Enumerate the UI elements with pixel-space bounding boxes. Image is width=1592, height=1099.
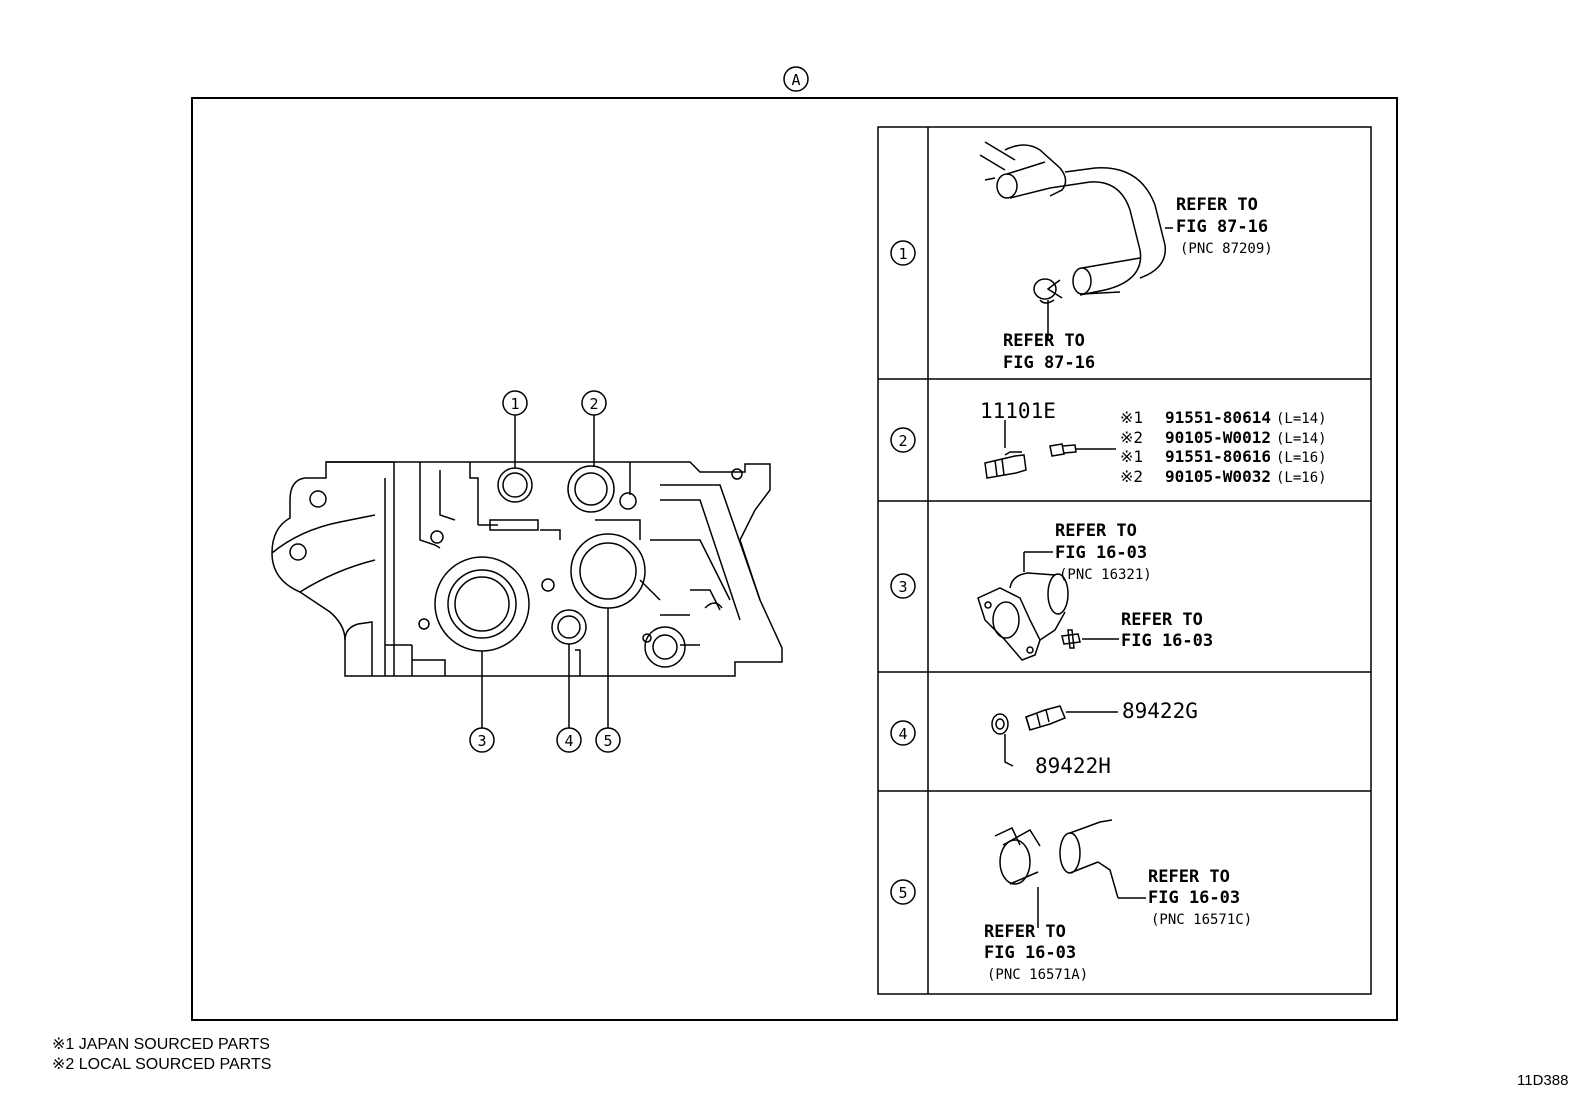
svg-text:(PNC 16571A): (PNC 16571A) [987,967,1088,983]
svg-text:4: 4 [564,732,573,750]
row-2-sensor-illustration [984,420,1116,479]
cylinder-head-drawing [271,461,783,677]
svg-text:(PNC 16321): (PNC 16321) [1059,567,1152,583]
row-number-3: 3 [890,573,916,599]
svg-text:91551-80616: 91551-80616 [1165,447,1271,466]
svg-text:※2: ※2 [1120,467,1143,486]
row-1-label-upper: REFER TO FIG 87-16 (PNC 87209) [1176,195,1273,257]
svg-text:2: 2 [589,395,598,413]
callout-2: 2 [581,390,607,416]
callout-5: 5 [595,727,621,753]
svg-text:(L=14): (L=14) [1276,411,1327,427]
row-4-sensor-illustration [991,705,1118,767]
svg-text:5: 5 [603,732,612,750]
row-5-label-lower: REFER TO FIG 16-03 (PNC 16571A) [984,922,1088,983]
row-2-bolt-list: ※1 91551-80614 (L=14) ※2 90105-W0012 (L=… [1120,408,1327,486]
svg-text:(PNC 87209): (PNC 87209) [1180,241,1273,257]
svg-text:91551-80614: 91551-80614 [1165,408,1271,427]
row-number-4: 4 [890,720,916,746]
callout-leaders [481,415,609,728]
row-5-hose-illustration [994,819,1146,928]
svg-text:2: 2 [898,432,907,450]
svg-text:FIG 16-03: FIG 16-03 [1121,631,1213,651]
row-5-label-right: REFER TO FIG 16-03 (PNC 16571C) [1148,867,1252,928]
svg-text:1: 1 [510,395,519,413]
svg-text:REFER TO: REFER TO [1003,331,1085,351]
svg-text:90105-W0032: 90105-W0032 [1165,467,1271,486]
svg-text:※2: ※2 [1120,428,1143,447]
row-4-sensor-part: 89422G [1122,699,1198,723]
footnote-japan: ※1 JAPAN SOURCED PARTS [52,1036,270,1053]
svg-text:3: 3 [477,732,486,750]
parts-table [877,126,1372,995]
svg-text:REFER TO: REFER TO [1176,195,1258,215]
svg-text:(L=16): (L=16) [1276,450,1327,466]
svg-text:3: 3 [898,578,907,596]
row-4-gasket-part: 89422H [1035,754,1111,778]
figure-code: 11D388 [1517,1072,1569,1089]
svg-text:90105-W0012: 90105-W0012 [1165,428,1271,447]
svg-text:(L=14): (L=14) [1276,431,1327,447]
row-1-label-lower: REFER TO FIG 87-16 [1003,331,1095,373]
svg-text:FIG 16-03: FIG 16-03 [1055,543,1147,563]
svg-text:FIG 87-16: FIG 87-16 [1003,353,1095,373]
row-number-1: 1 [890,240,916,266]
marker-a: A [783,66,809,92]
svg-text:FIG 16-03: FIG 16-03 [984,943,1076,963]
callout-4: 4 [556,727,582,753]
row-2-sensor-part: 11101E [980,399,1056,423]
callout-3: 3 [469,727,495,753]
row-1-hose-illustration [979,141,1173,340]
svg-text:※1: ※1 [1120,408,1143,427]
row-number-5: 5 [890,879,916,905]
svg-text:REFER TO: REFER TO [984,922,1066,942]
svg-text:1: 1 [898,245,907,263]
footnote-local: ※2 LOCAL SOURCED PARTS [52,1056,272,1073]
row-3-label-upper: REFER TO FIG 16-03 (PNC 16321) [1055,521,1152,583]
svg-text:REFER TO: REFER TO [1121,610,1203,630]
svg-text:FIG 16-03: FIG 16-03 [1148,888,1240,908]
callout-1: 1 [502,390,528,416]
row-3-label-lower: REFER TO FIG 16-03 [1121,610,1213,651]
svg-text:FIG 87-16: FIG 87-16 [1176,217,1268,237]
row-3-housing-illustration [977,551,1119,661]
svg-text:A: A [791,71,800,89]
row-number-2: 2 [890,427,916,453]
outer-frame [191,97,1398,1021]
svg-text:5: 5 [898,884,907,902]
svg-text:REFER TO: REFER TO [1148,867,1230,887]
svg-text:(PNC 16571C): (PNC 16571C) [1151,912,1252,928]
svg-text:(L=16): (L=16) [1276,470,1327,486]
svg-text:4: 4 [898,725,907,743]
svg-text:REFER TO: REFER TO [1055,521,1137,541]
svg-text:※1: ※1 [1120,447,1143,466]
